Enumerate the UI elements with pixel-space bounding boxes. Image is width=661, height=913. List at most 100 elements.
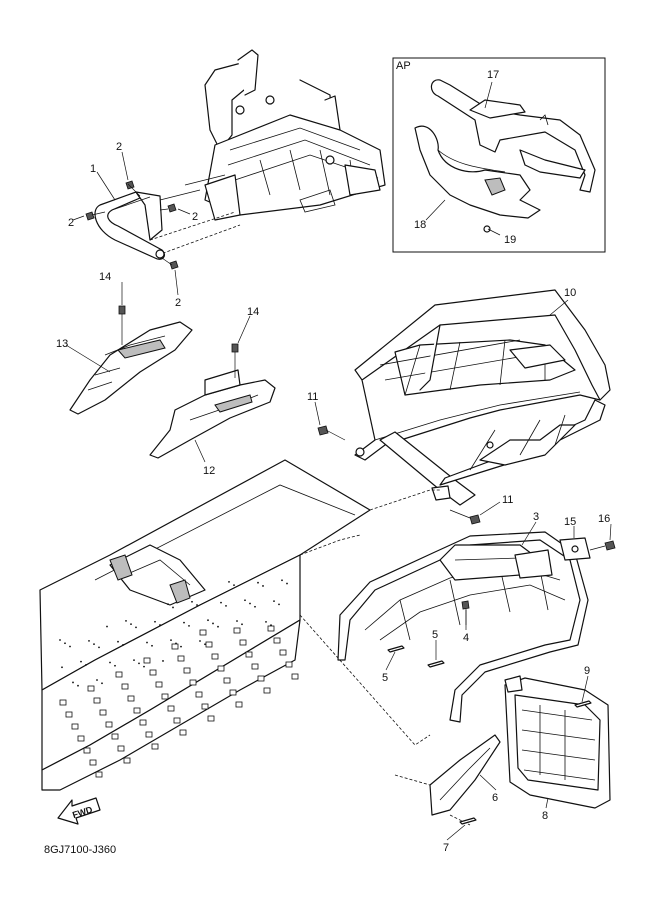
callout-12: 12	[203, 465, 215, 477]
callout-4: 4	[463, 632, 469, 644]
tunnel-hole	[233, 627, 241, 634]
tunnel-hole	[245, 651, 253, 658]
callout-2: 2	[192, 211, 198, 223]
callouts: 1 2 2 2 2 3 4 5 5 6 7 8 9 10 11 11 12 13…	[56, 69, 610, 854]
tunnel-hole	[279, 649, 287, 656]
tunnel-rivet	[265, 621, 267, 623]
tunnel-rivet	[59, 639, 61, 641]
tunnel-rivet	[180, 645, 182, 648]
tunnel-hole	[95, 771, 103, 778]
tunnel-rivet	[159, 624, 161, 626]
tunnel-rivet	[170, 639, 172, 642]
tunnel-rivet	[151, 644, 153, 647]
tunnel-rivet	[135, 626, 137, 629]
tunnel-hole	[229, 689, 237, 696]
tunnel-hole	[139, 719, 147, 726]
tunnel-rivet	[133, 659, 135, 661]
tunnel-hole	[167, 705, 175, 712]
tunnel-rivet	[286, 582, 288, 585]
tunnel-body	[39, 459, 440, 791]
tunnel-rivet	[278, 603, 280, 606]
tunnel-rivet	[204, 643, 206, 646]
tunnel-hole	[143, 657, 151, 664]
tunnel-rivet	[188, 624, 190, 627]
front-frame-assembly	[149, 49, 386, 256]
tunnel-rivet	[93, 643, 95, 645]
tunnel-hole	[183, 667, 191, 674]
bolts-11	[317, 425, 481, 525]
tunnel-hole	[117, 745, 125, 752]
tunnel-hole	[205, 641, 213, 648]
tunnel-rivet	[122, 644, 124, 646]
tunnel-hole	[127, 695, 135, 702]
tunnel-rivet	[257, 581, 259, 584]
tunnel-hole	[161, 693, 169, 700]
callout-5: 5	[382, 672, 388, 684]
callout-18: 18	[414, 219, 426, 231]
tunnel-hole	[155, 681, 163, 688]
tunnel-rivet	[98, 646, 100, 649]
fwd-arrow-icon: FWD	[57, 797, 101, 825]
tunnel-hole	[133, 707, 141, 714]
tunnel-rivet	[236, 620, 238, 622]
tunnel-hole	[211, 653, 219, 660]
tunnel-rivet	[167, 603, 169, 606]
tunnel-hole	[149, 669, 157, 676]
part-6-side-guard	[394, 734, 501, 826]
callout-19: 19	[504, 234, 516, 246]
tunnel-hole	[173, 717, 181, 724]
tunnel-hole	[123, 757, 131, 764]
part-13-left-cover	[69, 321, 193, 415]
tunnel-hole	[59, 699, 67, 706]
tunnel-rivet	[130, 623, 132, 626]
tunnel-rivet	[88, 639, 90, 642]
tunnel-hole	[223, 677, 231, 684]
tunnel-rivet	[212, 622, 214, 625]
tunnel-hole	[87, 685, 95, 692]
tunnel-rivet	[244, 599, 246, 602]
tunnel-hole	[263, 687, 271, 694]
tunnel-hole	[239, 639, 247, 646]
tunnel-rivet	[146, 641, 148, 644]
tunnel-hole	[189, 679, 197, 686]
part-10-rear-frame	[354, 289, 611, 506]
tunnel-hole	[99, 709, 107, 716]
callout-16: 16	[598, 513, 610, 525]
tunnel-rivet	[162, 660, 164, 662]
callout-2: 2	[116, 141, 122, 153]
diagram-code: 8GJ7100-J360	[44, 844, 116, 856]
tunnel-hole	[151, 743, 159, 750]
tunnel-hole	[235, 701, 243, 708]
tunnel-hole	[201, 703, 209, 710]
tunnel-hole	[121, 683, 129, 690]
callout-17: 17	[487, 69, 499, 81]
callout-11: 11	[502, 494, 513, 506]
tunnel-rivet	[143, 665, 145, 668]
tunnel-hole	[145, 731, 153, 738]
tunnel-hole	[207, 715, 215, 722]
tunnel-hole	[179, 729, 187, 736]
bolts-2	[85, 180, 179, 270]
tunnel-rivet	[241, 623, 243, 626]
tunnel-rivet	[217, 625, 219, 628]
tunnel-rivet	[64, 642, 66, 645]
inset-ap	[392, 57, 606, 253]
tunnel-hole	[285, 661, 293, 668]
tunnel-rivet	[172, 606, 174, 609]
tunnel-rivet	[125, 620, 127, 622]
callout-6: 6	[492, 792, 498, 804]
callout-11: 11	[307, 391, 318, 403]
tunnel-rivet	[69, 645, 71, 648]
tunnel-rivet	[154, 620, 156, 623]
tunnel-hole	[89, 759, 97, 766]
callout-14: 14	[247, 306, 259, 318]
tunnel-rivet	[249, 602, 251, 605]
tunnel-hole	[177, 655, 185, 662]
tunnel-rivet	[191, 600, 193, 603]
tunnel-rivet	[138, 662, 140, 665]
part-1-front-grab-bar	[94, 191, 166, 260]
tunnel-rivet	[270, 624, 272, 627]
tunnel-hole	[77, 735, 85, 742]
tunnel-rivet	[196, 604, 198, 606]
